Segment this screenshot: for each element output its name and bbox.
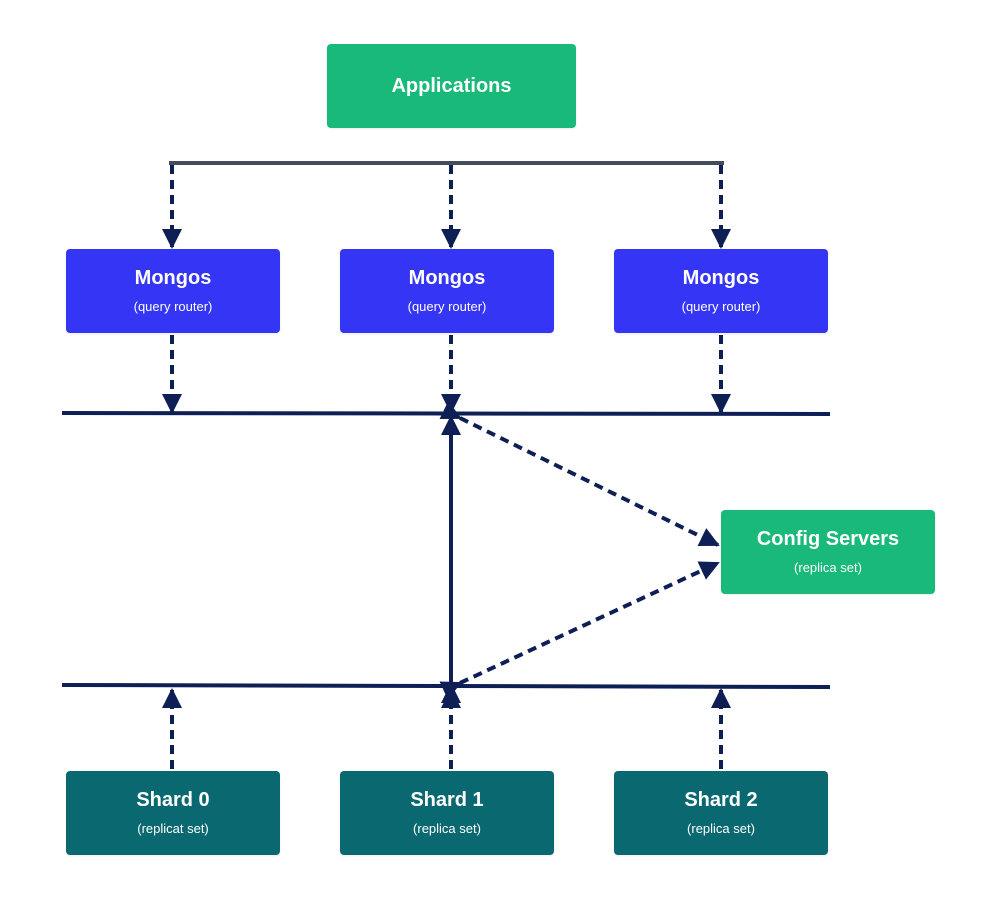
config-servers-title: Config Servers [756, 528, 900, 550]
mongos-title: Mongos [134, 267, 212, 289]
applications-node: Applications [327, 44, 576, 128]
mongos-subtitle: (query router) [133, 299, 213, 314]
applications-label: Applications [391, 75, 512, 97]
shard-title: Shard 1 [410, 789, 484, 811]
lower-bus-line [61, 683, 831, 689]
upper-bus-to-config-servers-arrow [439, 401, 720, 547]
lower-bus-to-config-servers-arrow [439, 561, 720, 700]
shard-node-1: Shard 1 (replica set) [340, 771, 554, 855]
shard-subtitle: (replicat set) [137, 821, 209, 836]
shard-subtitle: (replica set) [687, 821, 755, 836]
config-servers-subtitle: (replica set) [794, 560, 862, 575]
mongos-node-1: Mongos (query router) [66, 249, 280, 333]
shard-subtitle: (replica set) [413, 821, 481, 836]
shard-node-0: Shard 0 (replicat set) [66, 771, 280, 855]
mongos-title: Mongos [408, 267, 486, 289]
mongos-subtitle: (query router) [681, 299, 761, 314]
mongos-subtitle: (query router) [407, 299, 487, 314]
mongos-node-3: Mongos (query router) [614, 249, 828, 333]
shard-title: Shard 2 [684, 789, 758, 811]
shard-node-2: Shard 2 (replica set) [614, 771, 828, 855]
mongos-title: Mongos [682, 267, 760, 289]
mongos-node-2: Mongos (query router) [340, 249, 554, 333]
shard-title: Shard 0 [136, 789, 210, 811]
upper-bus-line [61, 411, 831, 416]
config-servers-node: Config Servers (replica set) [721, 510, 935, 594]
